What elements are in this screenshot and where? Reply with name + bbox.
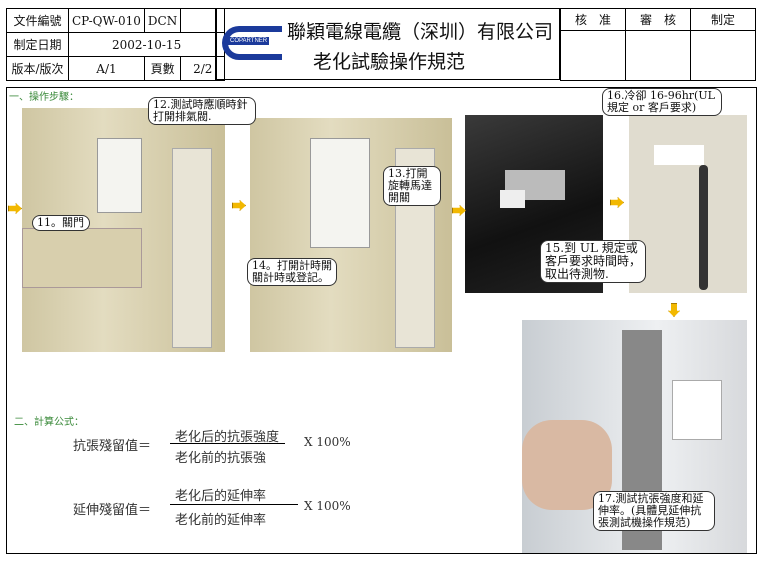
tensile-denominator: 老化前的抗張強 <box>175 451 267 466</box>
step-17-callout: 17.測試抗張強度和延伸率。(具體見延伸抗張測試機操作規范) <box>593 491 715 531</box>
doc-no: CP-QW-010 <box>68 8 145 33</box>
author-label: 制定 <box>690 8 756 31</box>
step-14-callout: 14。打開計時開關計時或登記。 <box>247 258 337 286</box>
tensile-factor: X 100% <box>304 435 351 449</box>
elongation-numerator: 老化后的延伸率 <box>175 489 267 504</box>
signature-table: 核 准審 核制定 <box>560 8 756 81</box>
company-header: COPARTNER 聯穎電線電纜（深圳）有限公司 老化試驗操作規范 <box>215 8 560 80</box>
review-label: 審 核 <box>625 8 691 31</box>
company-name: 聯穎電線電纜（深圳）有限公司 <box>287 21 554 43</box>
tensile-numerator: 老化后的抗張強度 <box>175 430 280 445</box>
step-16-callout: 16.冷卻 16-96hr(UL規定 or 客戶要求) <box>602 88 722 116</box>
elongation-retention-label: 延伸殘留值＝ <box>73 503 152 518</box>
step-11-callout: 11。關門 <box>32 215 90 231</box>
doc-no-label: 文件編號 <box>6 8 69 33</box>
approve-label: 核 准 <box>560 8 626 31</box>
cooling-photo <box>629 115 747 293</box>
oven-photo-2 <box>250 118 452 352</box>
dcn-label: DCN <box>143 8 182 33</box>
content-frame <box>6 87 757 554</box>
formula-heading: 二、計算公式： <box>14 417 84 428</box>
oven-photo-1 <box>22 108 225 352</box>
company-logo: COPARTNER <box>222 26 282 60</box>
step-15-callout: 15.到 UL 規定或客戶要求時間時，取出待測物. <box>540 240 646 283</box>
elongation-denominator: 老化前的延伸率 <box>175 513 267 528</box>
pages-label: 頁數 <box>143 56 182 81</box>
date: 2002-10-15 <box>67 32 226 57</box>
steps-heading: 一、操作步驟： <box>9 92 79 103</box>
version: A/1 <box>68 56 145 81</box>
step-13-callout: 13.打開旋轉馬達開關 <box>383 166 441 206</box>
pages: 2/2 <box>180 56 226 81</box>
version-label: 版本/版次 <box>6 56 69 81</box>
tensile-retention-label: 抗張殘留值＝ <box>73 439 152 454</box>
step-12-callout: 12.測試時應順時針打開排氣閥. <box>148 97 256 125</box>
elongation-factor: X 100% <box>304 499 351 513</box>
document-title: 老化試驗操作規范 <box>313 51 466 73</box>
date-label: 制定日期 <box>6 32 69 57</box>
